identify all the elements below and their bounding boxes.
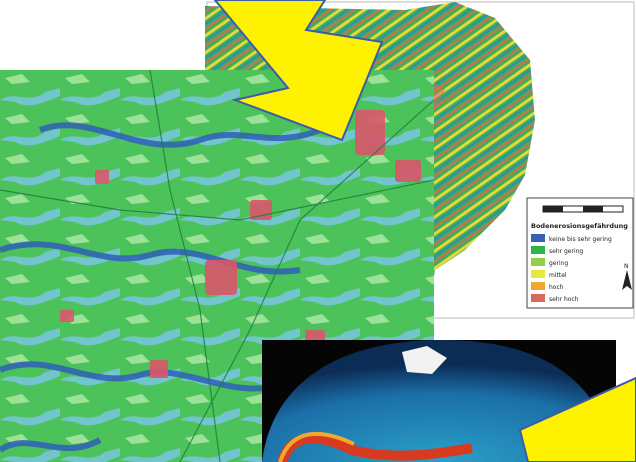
legend-title: Bodenerosionsgefährdung — [531, 222, 628, 230]
legend-label: sehr hoch — [549, 296, 579, 303]
legend-swatch — [531, 234, 545, 242]
ice-shape — [402, 346, 447, 374]
legend-label: keine bis sehr gering — [549, 236, 612, 243]
legend-swatch — [531, 258, 545, 266]
legend-label: gering — [549, 260, 568, 267]
north-arrow-icon: N — [622, 263, 632, 290]
legend-box: Bodenerosionsgefährdung keine bis sehr g… — [526, 197, 634, 309]
legend-swatch — [531, 282, 545, 290]
legend-swatch — [531, 294, 545, 302]
legend-label: hoch — [549, 284, 564, 291]
legend-swatch — [531, 270, 545, 278]
legend-label: mittel — [549, 272, 567, 279]
globe-ocean-model — [262, 340, 616, 462]
svg-text:N: N — [624, 263, 629, 270]
legend-swatch — [531, 246, 545, 254]
legend-label: sehr gering — [549, 248, 583, 255]
